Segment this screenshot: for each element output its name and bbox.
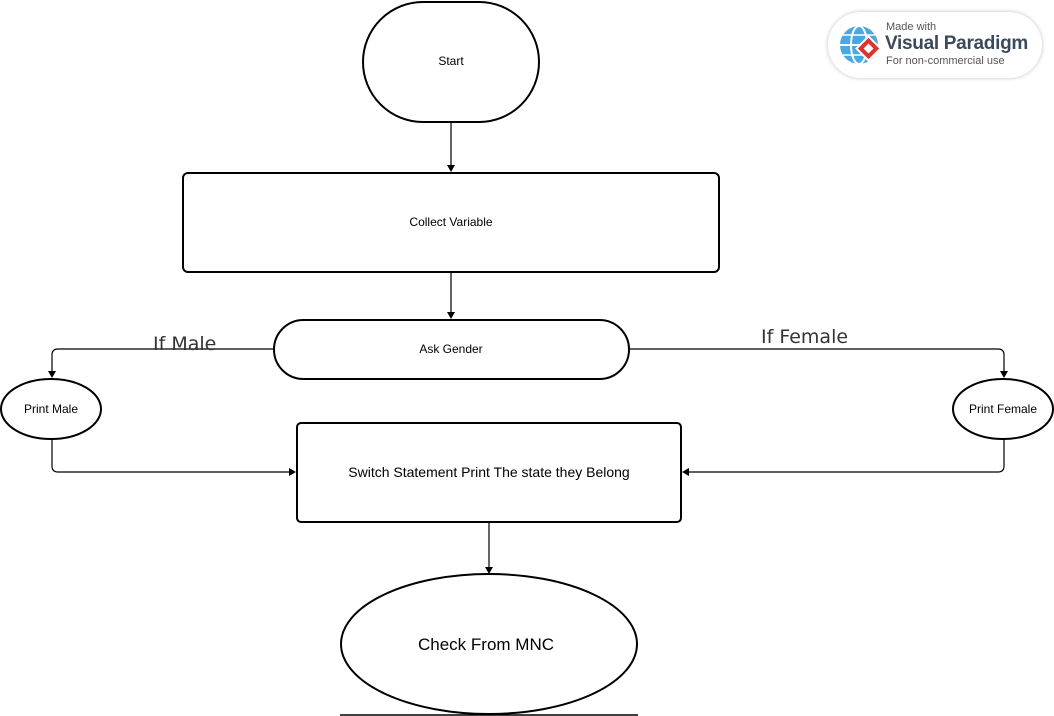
visual-paradigm-watermark: Made with Visual Paradigm For non-commer… xyxy=(828,12,1042,78)
edge-label-if-female: If Female xyxy=(761,326,848,348)
edge-label-if-male: If Male xyxy=(153,333,216,355)
arrowhead-mnc xyxy=(485,567,493,574)
node-check-mnc-label: Check From MNC xyxy=(418,635,554,654)
node-collect-variable-label: Collect Variable xyxy=(409,215,492,229)
edge-ask-to-female xyxy=(629,348,1005,372)
arrowhead-male xyxy=(48,371,56,378)
node-start-label: Start xyxy=(438,54,464,68)
node-print-female[interactable]: Print Female xyxy=(952,378,1054,440)
edge-male-to-switch xyxy=(51,439,290,473)
edge-female-to-switch xyxy=(688,439,1005,473)
arrowhead-collect xyxy=(447,165,455,172)
node-collect-variable[interactable]: Collect Variable xyxy=(182,172,720,273)
node-print-male[interactable]: Print Male xyxy=(0,378,102,440)
watermark-made-with: Made with xyxy=(886,21,937,33)
edges xyxy=(48,122,1008,574)
visual-paradigm-logo-icon xyxy=(840,25,882,65)
node-ask-gender-label: Ask Gender xyxy=(419,342,482,356)
node-switch-statement-label: Switch Statement Print The state they Be… xyxy=(348,464,629,480)
arrowhead-switch-left xyxy=(289,468,296,476)
node-start[interactable]: Start xyxy=(362,1,540,123)
node-ask-gender[interactable]: Ask Gender xyxy=(273,319,630,380)
watermark-brand: Visual Paradigm xyxy=(885,33,1028,54)
arrowhead-female xyxy=(1000,371,1008,378)
node-check-mnc[interactable]: Check From MNC xyxy=(340,573,638,715)
node-print-female-label: Print Female xyxy=(969,402,1037,416)
edge-ask-to-male xyxy=(51,348,274,372)
node-print-male-label: Print Male xyxy=(24,402,78,416)
node-switch-statement[interactable]: Switch Statement Print The state they Be… xyxy=(296,422,682,523)
watermark-note: For non-commercial use xyxy=(886,55,1005,67)
arrowhead-ask xyxy=(447,312,455,319)
arrowhead-switch-right xyxy=(682,468,689,476)
